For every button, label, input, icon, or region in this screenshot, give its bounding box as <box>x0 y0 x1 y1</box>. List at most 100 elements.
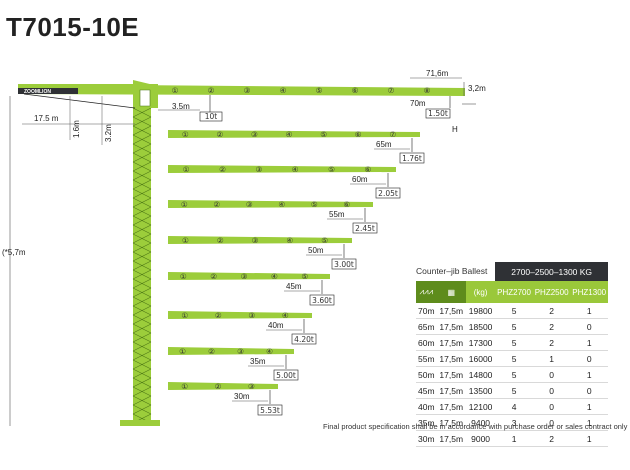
tip-load-box <box>331 258 357 270</box>
table-cell: 5 <box>495 382 533 399</box>
table-cell: 17,5m <box>436 318 466 335</box>
table-cell: 16000 <box>465 350 496 367</box>
tip-load-label: 5.00t <box>276 371 296 380</box>
top-jib-section: ③ <box>244 86 251 95</box>
table-header-row-2: ⩘⩘⩘ ▦ (kg) PHZ2700 PHZ2500 PHZ1300 <box>416 281 608 303</box>
table-cell: 2 <box>532 318 571 335</box>
jib-section-label: ⑦ <box>389 130 396 139</box>
table-cell: 19800 <box>465 303 496 319</box>
top-tip-load: 1.50t <box>428 109 448 118</box>
jib-section-label: ② <box>210 272 217 281</box>
dim-3-2-label: 3.2m <box>104 124 113 142</box>
table-cell: 5 <box>495 350 533 367</box>
table-cell: 17,5m <box>436 366 466 383</box>
jib-section-label: ① <box>181 200 188 209</box>
counter-jib <box>18 84 158 94</box>
phz-header-2: PHZ1300 <box>570 281 608 303</box>
jib-section-label: ③ <box>237 347 244 356</box>
table-cell: 17,5m <box>436 430 466 447</box>
jib-section-label: ④ <box>292 165 299 174</box>
top-jib-section: ① <box>172 86 179 95</box>
table-cell: 5 <box>495 334 533 351</box>
jib-section-label: ⑤ <box>321 236 328 245</box>
jib-section-label: ③ <box>251 130 258 139</box>
brand-label: ZOOMLION <box>24 89 51 95</box>
jib-section-label: ② <box>215 311 222 320</box>
jib-section-label: ③ <box>246 200 253 209</box>
table-cell: 30m <box>416 430 437 447</box>
jib-section-label: ② <box>213 200 220 209</box>
jib-length-label: 45m <box>286 282 302 291</box>
tip-load-box <box>375 187 401 199</box>
jib-section-label: ④ <box>286 236 293 245</box>
jib-section-label: ③ <box>255 165 262 174</box>
table-cell: 9400 <box>465 414 496 431</box>
tip-load-box <box>257 404 283 416</box>
table-cell: 70m <box>416 303 437 319</box>
table-cell: 1 <box>570 366 608 383</box>
tip-load-label: 2.45t <box>355 224 375 233</box>
top-jib-section: ⑤ <box>316 86 323 95</box>
tip-load-box <box>399 152 425 164</box>
top-jib-section: ⑥ <box>352 86 359 95</box>
jib-length-label: 40m <box>268 321 284 330</box>
jib-bar <box>168 347 294 355</box>
jib-section-label: ③ <box>248 382 255 391</box>
jib-bar <box>168 130 420 138</box>
tower-base <box>120 420 160 426</box>
jib-section-label: ④ <box>278 200 285 209</box>
jib-length-label: 55m <box>329 210 345 219</box>
top-jib-section: ④ <box>280 86 287 95</box>
jib-section-label: ⑥ <box>364 165 371 174</box>
footnote: Final product specification shall be in … <box>323 422 628 431</box>
table-cell: 17,5m <box>436 334 466 351</box>
table-cell: 5 <box>495 303 533 319</box>
jib-section-label: ② <box>215 382 222 391</box>
table-cell: 17,5m <box>436 350 466 367</box>
table-cell: 17,5m <box>436 303 466 319</box>
table-cell: 14800 <box>465 366 496 383</box>
counterjib-length-label: 17.5 m <box>34 114 59 123</box>
table-cell: 0 <box>532 414 571 431</box>
jib-section-label: ⑥ <box>355 130 362 139</box>
jib-section-label: ② <box>219 165 226 174</box>
table-cell: 0 <box>570 382 608 399</box>
table-cell: 1 <box>570 414 608 431</box>
page-title: T7015-10E <box>6 12 140 42</box>
tower-mast <box>133 108 151 426</box>
table-header-row-1: Counter–jib Ballest 2700–2500–1300 KG <box>416 262 608 281</box>
jib-bar <box>168 311 312 319</box>
jib-length-label: 65m <box>376 140 392 149</box>
phz-header-0: PHZ2700 <box>495 281 533 303</box>
tip-load-label: 3.00t <box>334 260 354 269</box>
jib-length-label: 35m <box>250 357 266 366</box>
table-cell: 4 <box>495 398 533 415</box>
header-right: 2700–2500–1300 KG <box>495 262 608 281</box>
tip-load-label: 3.60t <box>312 296 332 305</box>
jib-section-label: ⑤ <box>328 165 335 174</box>
kg-header: (kg) <box>465 281 496 303</box>
jib-section-label: ② <box>217 236 224 245</box>
jib-bar <box>168 272 330 280</box>
counterjib-tie <box>23 93 136 109</box>
jib-section-label: ① <box>179 347 186 356</box>
tip-load-label: 4.20t <box>294 335 314 344</box>
top-tip-box <box>425 108 451 119</box>
jib-section-label: ① <box>181 382 188 391</box>
table-cell: 0 <box>532 382 571 399</box>
jib-section-label: ① <box>183 165 190 174</box>
table-cell: 17,5m <box>436 382 466 399</box>
jib-bar <box>168 165 396 173</box>
top-jib-section: ② <box>208 86 215 95</box>
table-cell: 2 <box>532 334 571 351</box>
table-cell: 2 <box>532 303 571 319</box>
